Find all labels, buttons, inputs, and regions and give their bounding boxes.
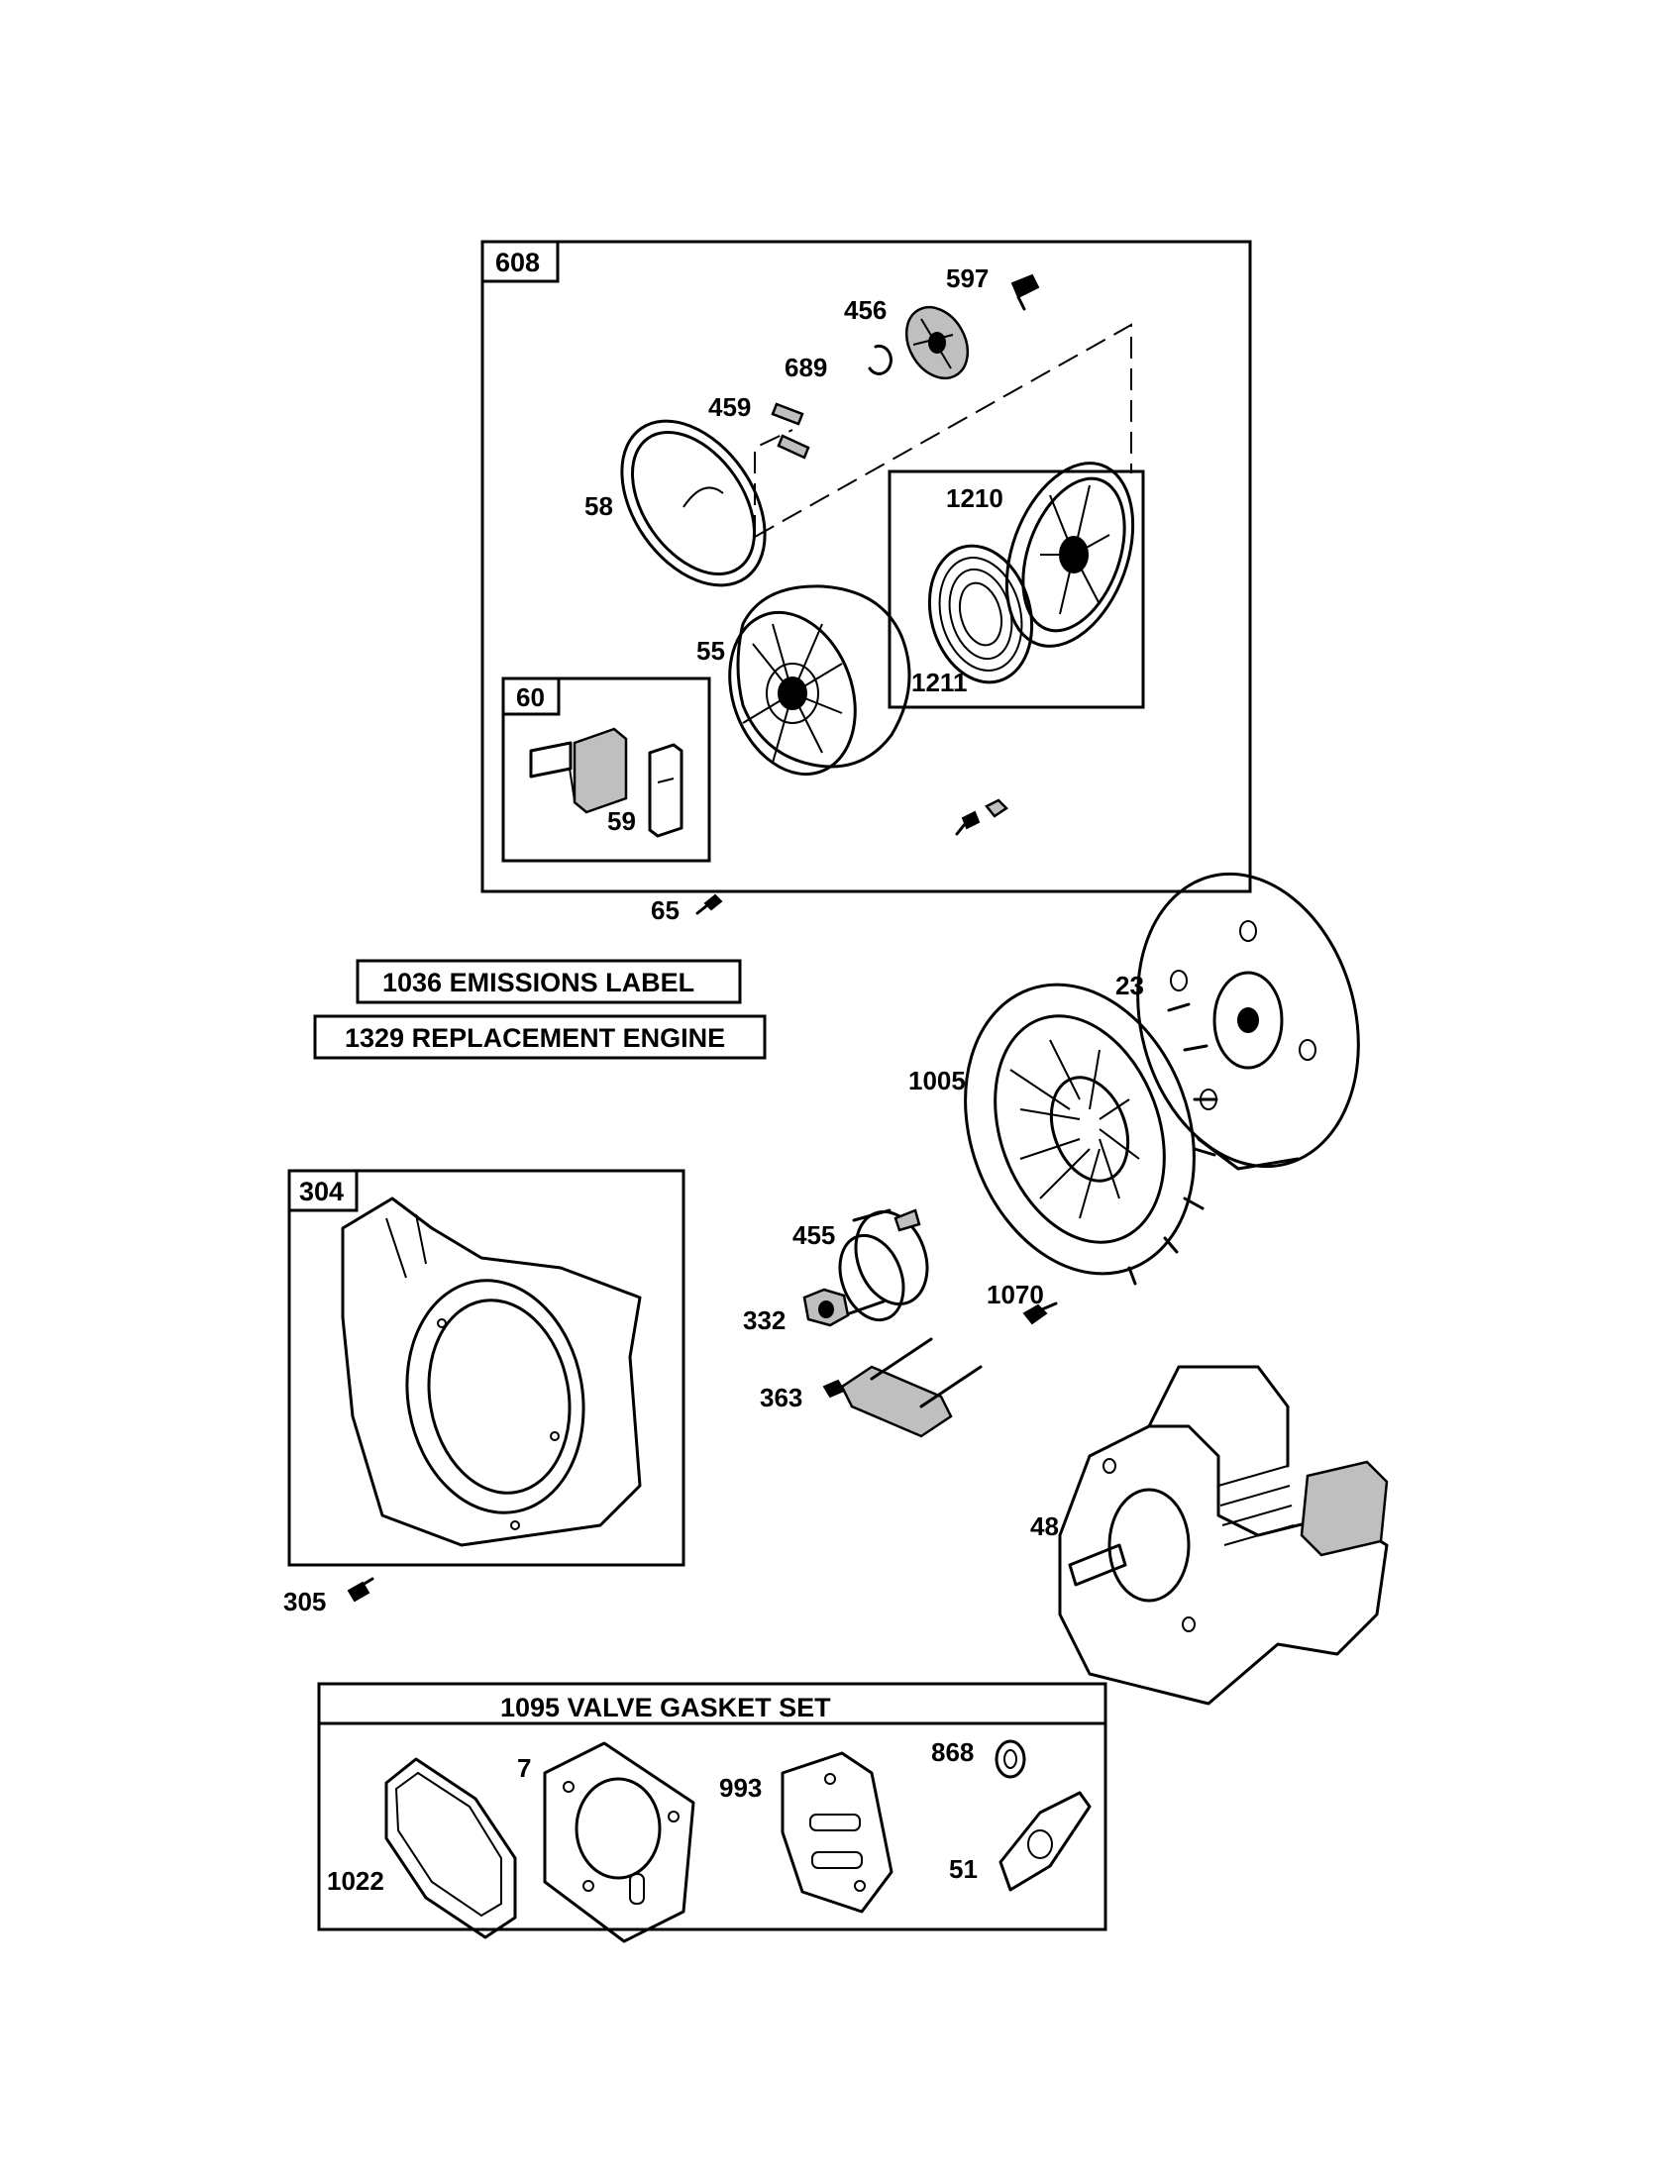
callout-7: 7 — [517, 1753, 531, 1783]
pulley-subgroup-frame — [888, 469, 1145, 709]
callout-58: 58 — [584, 491, 613, 521]
shroud-group: 304 — [287, 1169, 685, 1567]
replacement-engine-item: 1329 REPLACEMENT ENGINE — [313, 1014, 767, 1060]
callout-23: 23 — [1115, 971, 1144, 1000]
callout-689: 689 — [785, 353, 827, 382]
handle-subgroup-frame — [501, 676, 711, 863]
starter-group-tag-box — [480, 240, 560, 283]
part-597-screw — [1010, 273, 1040, 311]
callout-1070: 1070 — [987, 1280, 1044, 1309]
gasket-set-frame — [317, 1682, 1107, 1931]
part-59-insert — [648, 743, 683, 838]
callout-59: 59 — [607, 806, 636, 836]
housing-screws — [955, 798, 1008, 836]
part-993-intake-gasket — [781, 1751, 893, 1914]
part-1211-spring — [927, 544, 1034, 684]
callout-51: 51 — [949, 1854, 978, 1884]
shroud-group-frame — [287, 1169, 685, 1567]
part-23-flywheel-cover — [1136, 872, 1360, 1171]
callout-1211: 1211 — [911, 668, 967, 697]
shroud-group-number: 304 — [299, 1177, 344, 1206]
part-363-holder — [822, 1337, 983, 1438]
callout-597: 597 — [946, 263, 989, 293]
part-1005-flywheel — [964, 983, 1218, 1286]
callout-65: 65 — [651, 895, 680, 925]
part-51-exhaust-gasket — [998, 1791, 1092, 1892]
gasket-set-title: 1095 VALVE GASKET SET — [500, 1693, 831, 1722]
emissions-label-frame — [356, 959, 742, 1004]
part-456-retainer — [904, 305, 970, 380]
handle-subgroup-tag-box — [501, 676, 561, 716]
callout-868: 868 — [931, 1737, 974, 1767]
callout-363: 363 — [760, 1383, 802, 1412]
emissions-label-item: 1036 EMISSIONS LABEL — [356, 959, 742, 1004]
callout-1022: 1022 — [327, 1866, 384, 1896]
part-459-pawls — [771, 402, 810, 460]
part-48-engine — [1058, 1365, 1389, 1706]
starter-assembly-group: 608 597 456 689 459 — [480, 240, 1252, 893]
callout-455: 455 — [792, 1220, 835, 1250]
callout-1005: 1005 — [908, 1066, 966, 1095]
handle-subgroup-number: 60 — [516, 682, 545, 712]
callout-1210: 1210 — [946, 483, 1003, 513]
part-58-spring-ring — [620, 419, 767, 587]
part-455-cup — [838, 1208, 929, 1322]
part-689-clip — [868, 344, 892, 375]
part-868-seal — [995, 1739, 1026, 1779]
alignment-dashed-line — [754, 323, 1132, 538]
part-304-blower-housing — [341, 1196, 642, 1547]
part-1070-bolt — [1022, 1301, 1058, 1325]
part-1022-cover-gasket — [384, 1757, 517, 1939]
callout-48: 48 — [1030, 1511, 1059, 1541]
gasket-set-group: 1095 VALVE GASKET SET 1022 7 993 — [317, 1682, 1107, 1943]
part-305-screw — [347, 1577, 374, 1603]
starter-group-number: 608 — [495, 248, 540, 277]
part-1210-pulley — [1004, 462, 1135, 648]
replacement-engine-text: 1329 REPLACEMENT ENGINE — [345, 1023, 725, 1053]
part-60-handle — [529, 727, 628, 814]
callout-55: 55 — [696, 636, 725, 666]
callout-456: 456 — [844, 295, 887, 325]
callout-305: 305 — [283, 1587, 326, 1616]
shroud-group-tag-box — [287, 1169, 359, 1212]
part-7-head-gasket — [543, 1741, 695, 1943]
emissions-label-text: 1036 EMISSIONS LABEL — [382, 968, 694, 997]
callout-993: 993 — [719, 1773, 762, 1803]
callout-459: 459 — [708, 392, 751, 422]
callout-332: 332 — [743, 1305, 786, 1335]
replacement-engine-frame — [313, 1014, 767, 1060]
part-332-nut — [802, 1288, 850, 1327]
part-55-starter-housing — [728, 584, 911, 777]
starter-group-frame — [480, 240, 1252, 893]
part-65-screw — [695, 893, 723, 915]
